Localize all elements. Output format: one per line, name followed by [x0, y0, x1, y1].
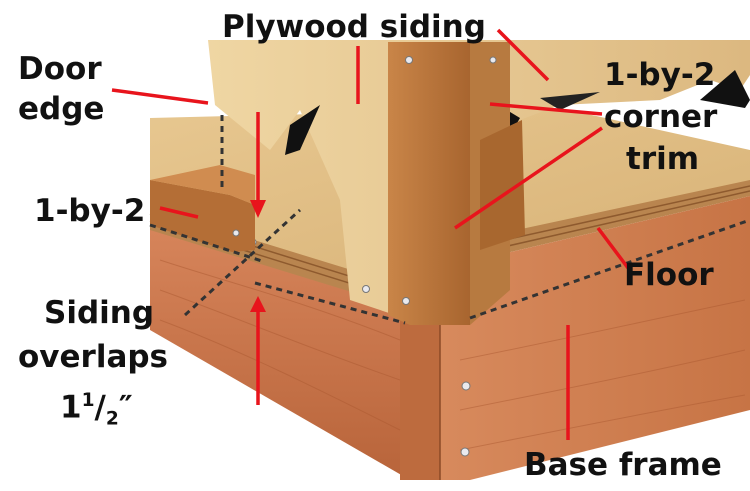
hidden-line — [149, 223, 266, 264]
label-overlap-measure: 11/2″ — [60, 384, 133, 437]
label-floor: Floor — [624, 257, 714, 293]
plywood-siding-panel — [208, 40, 750, 320]
base-frame-grain — [159, 259, 746, 451]
label-corner-trim-line3: trim — [626, 141, 700, 177]
base-frame-left-face — [150, 230, 410, 480]
overlap-numerator: 1 — [81, 390, 95, 411]
corner-trim-front — [388, 42, 470, 325]
label-siding-overlaps-line1: Siding — [44, 295, 155, 331]
corner-trim — [388, 42, 525, 325]
callouts — [111, 28, 630, 440]
screw-icon — [405, 56, 413, 64]
hidden-lines — [149, 115, 750, 325]
callout-one-by-two — [159, 206, 199, 219]
door-one-by-two-front — [150, 180, 255, 252]
screw-icon — [232, 229, 240, 237]
screw-icon — [362, 285, 370, 293]
label-corner-trim-line2: corner — [604, 99, 718, 135]
label-base-frame: Base frame — [524, 447, 722, 483]
wall-opening — [540, 92, 600, 110]
screw-icon — [402, 297, 410, 305]
arrowheads — [250, 200, 266, 312]
inner-trim — [480, 120, 525, 250]
floor-edge — [150, 180, 750, 312]
hidden-line — [469, 218, 750, 320]
overlap-whole: 1 — [60, 389, 82, 426]
door-one-by-two — [150, 165, 255, 252]
label-siding-overlaps-line2: overlaps — [18, 339, 169, 375]
wall-opening — [285, 105, 320, 155]
wall-opening — [700, 70, 750, 108]
overlap-denominator: 2 — [105, 408, 119, 430]
screw-icon — [460, 447, 470, 457]
label-plywood-siding: Plywood siding — [222, 9, 486, 45]
door-one-by-two-top — [150, 165, 255, 205]
callout-corner-trim-top — [489, 102, 603, 116]
callout-door-edge — [111, 88, 209, 105]
overlap-slash: / — [94, 389, 106, 426]
screw-icon — [461, 381, 471, 391]
overlap-unit: ″ — [118, 389, 133, 426]
callout-floor — [596, 226, 630, 270]
base-frame-corner-post — [400, 316, 440, 480]
label-corner-trim-line1: 1-by-2 — [604, 57, 716, 93]
label-door-edge-line2: edge — [18, 91, 105, 127]
arrow-up-icon — [250, 296, 266, 312]
callout-corner-trim — [454, 126, 603, 230]
arrow-down-icon — [250, 200, 266, 218]
label-door-edge-line1: Door — [18, 51, 102, 87]
hidden-line — [183, 208, 302, 317]
callout-plywood-siding-right — [496, 28, 550, 82]
screw-icon — [489, 56, 497, 64]
hidden-line — [254, 281, 406, 325]
label-one-by-two: 1-by-2 — [34, 193, 146, 229]
